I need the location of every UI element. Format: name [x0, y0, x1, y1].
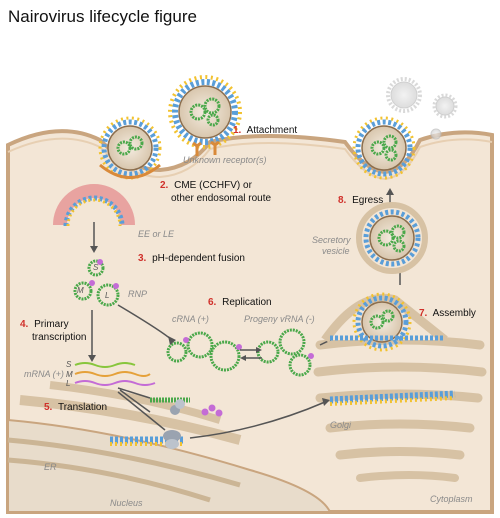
secretory-label-line1: Secretory — [312, 235, 351, 245]
step-2-number: 2. — [160, 180, 169, 191]
step-5-label: Translation — [58, 402, 107, 413]
step-3-label: pH-dependent fusion — [152, 253, 245, 264]
step-2-label-line1: CME (CCHFV) or — [174, 180, 252, 191]
step-3-number: 3. — [138, 253, 147, 264]
mrna-strands — [74, 362, 156, 386]
translation-products — [150, 397, 223, 417]
svg-text:4. Primary: 4. Primary — [20, 319, 69, 330]
nucleus-label: Nucleus — [110, 498, 143, 508]
receptors — [192, 140, 220, 156]
virion-egressing — [352, 116, 416, 180]
cytoplasm-label: Cytoplasm — [430, 494, 473, 504]
endosome-label: EE or LE — [138, 229, 175, 239]
svg-text:5. Translation: 5. Translation — [44, 402, 107, 413]
er-translation-band — [110, 430, 185, 449]
rnp-seg-s: S — [93, 263, 99, 272]
svg-text:1. Attachment: 1. Attachment — [233, 125, 297, 136]
rnp-seg-l: L — [105, 291, 109, 300]
svg-text:6. Replication: 6. Replication — [208, 297, 272, 308]
rnp-cluster — [73, 259, 120, 307]
svg-text:3. pH-dependent fusion: 3. pH-dependent fusion — [138, 253, 245, 264]
virion-attaching — [168, 75, 242, 149]
virion-endocytosis — [98, 116, 162, 180]
replication-arrows — [240, 347, 262, 361]
step-4-label-line1: Primary — [34, 319, 68, 330]
mrna-seg-s: S — [66, 360, 72, 369]
step-6-number: 6. — [208, 297, 217, 308]
receptor-label: Unknown receptor(s) — [183, 155, 267, 165]
endosome — [53, 184, 135, 253]
progeny-label: Progeny vRNA (-) — [244, 314, 315, 324]
golgi-label: Golgi — [330, 420, 352, 430]
svg-text:8. Egress: 8. Egress — [338, 195, 383, 206]
svg-text:2. CME (CCHFV) or: 2. CME (CCHFV) or — [160, 180, 253, 191]
secretory-label-line2: vesicle — [322, 246, 350, 256]
step-8-label: Egress — [352, 195, 383, 206]
er-label: ER — [44, 462, 57, 472]
nucleus-region — [7, 381, 332, 513]
rnp-seg-m: M — [77, 286, 84, 295]
step-6-label: Replication — [222, 297, 271, 308]
step-4-number: 4. — [20, 319, 29, 330]
step-1-number: 1. — [233, 125, 242, 136]
mrna-label: mRNA (+) — [24, 369, 64, 379]
crna-label: cRNA (+) — [172, 314, 209, 324]
step-7-label: Assembly — [433, 308, 476, 319]
virion-assembling — [321, 292, 448, 352]
crna-cluster — [166, 331, 242, 372]
released-virions — [386, 77, 458, 140]
golgi-stack — [313, 335, 487, 482]
svg-text:7. Assembly: 7. Assembly — [419, 308, 476, 319]
step-8-number: 8. — [338, 195, 347, 206]
figure-title: Nairovirus lifecycle figure — [8, 7, 197, 26]
step-5-number: 5. — [44, 402, 53, 413]
step-1-label: Attachment — [247, 125, 298, 136]
mrna-seg-m: M — [66, 370, 73, 379]
secretory-vesicle — [356, 202, 428, 274]
step-2-label-line2: other endosomal route — [171, 193, 272, 204]
step-4-label-line2: transcription — [32, 332, 86, 343]
mrna-seg-l: L — [66, 379, 70, 388]
step-7-number: 7. — [419, 308, 428, 319]
rnp-label: RNP — [128, 289, 147, 299]
